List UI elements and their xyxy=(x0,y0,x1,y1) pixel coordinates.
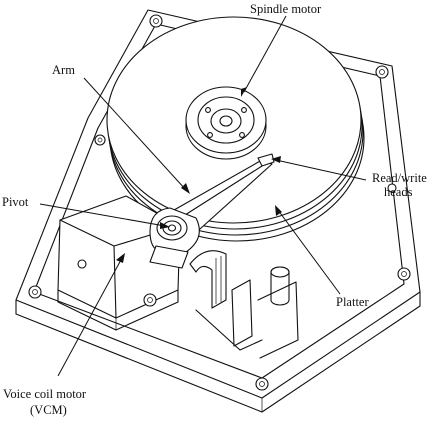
screw-bottom xyxy=(255,377,269,391)
label-vcm-line1: Voice coil motor xyxy=(3,387,87,401)
flex-cable xyxy=(189,250,227,309)
screw-top-left xyxy=(149,14,163,28)
leader-spindle-motor xyxy=(243,15,287,93)
leader-pivot xyxy=(39,203,166,227)
arrowhead-pivot xyxy=(160,222,170,229)
label-vcm-line2: (VCM) xyxy=(30,403,67,417)
internal-components xyxy=(195,183,397,359)
leader-read-write-heads xyxy=(275,159,367,181)
label-arm: Arm xyxy=(52,63,75,77)
arrowhead-spindle-motor xyxy=(241,87,247,97)
spindle-hub xyxy=(185,86,267,160)
case-screws xyxy=(28,14,411,391)
label-read-write-heads-line2: heads xyxy=(384,185,413,199)
arrowhead-vcm xyxy=(116,253,125,263)
screw-top-right xyxy=(375,65,389,79)
vcm-assembly xyxy=(57,195,181,331)
screw-left xyxy=(28,285,42,299)
arrowhead-arm xyxy=(181,183,190,194)
arrowhead-platter xyxy=(275,205,282,216)
leader-vcm xyxy=(57,257,123,377)
leader-platter xyxy=(277,209,341,295)
leader-arm xyxy=(83,77,187,191)
screw-right xyxy=(397,267,411,281)
label-spindle-motor: Spindle motor xyxy=(250,2,322,16)
label-pivot: Pivot xyxy=(2,195,29,209)
leader-lines xyxy=(39,15,367,377)
label-platter: Platter xyxy=(336,295,369,309)
label-read-write-heads-line1: Read/write xyxy=(372,171,427,185)
labels: Spindle motor Arm Read/write heads Pivot… xyxy=(2,2,427,417)
arrowhead-read-write-heads xyxy=(271,156,281,163)
screw-left-upper xyxy=(94,134,106,146)
